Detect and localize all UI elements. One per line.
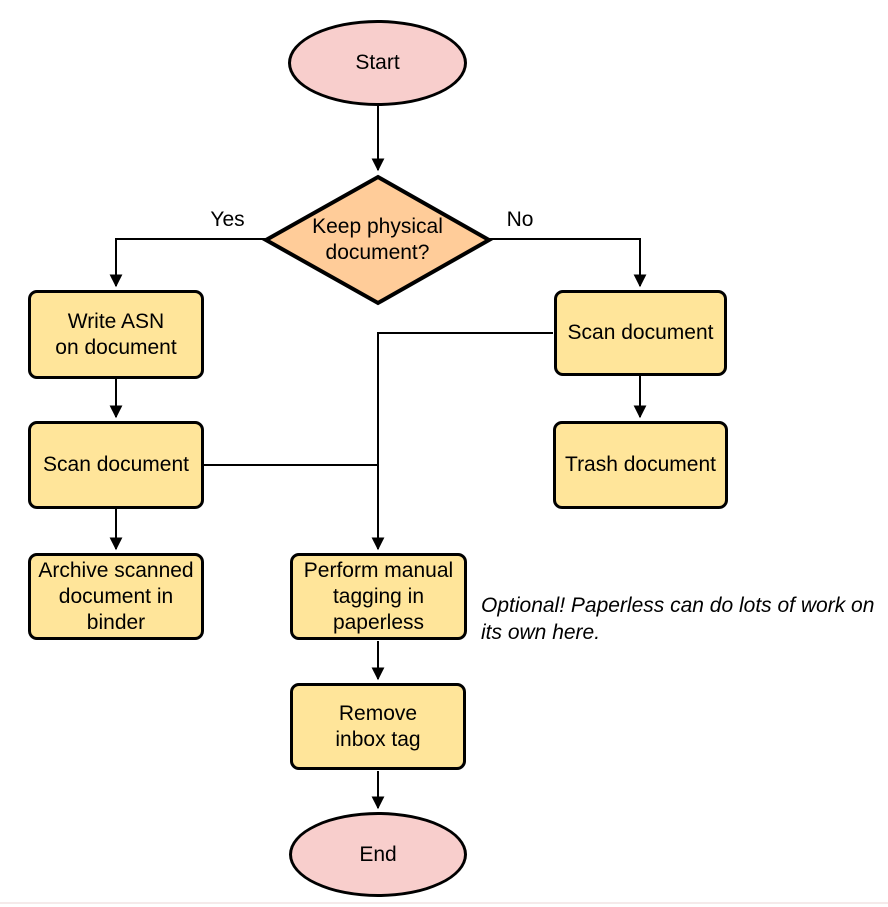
archive-node: Archive scanned document in binder bbox=[28, 553, 204, 640]
page-bottom-edge bbox=[0, 902, 888, 904]
no-edge-label: No bbox=[506, 208, 534, 231]
decision-node-label: Keep physical document? bbox=[312, 215, 443, 264]
write-asn-node: Write ASN on document bbox=[28, 290, 204, 379]
scan-document-left-node: Scan document bbox=[28, 421, 204, 509]
trash-document-node: Trash document bbox=[553, 421, 728, 509]
start-node: Start bbox=[288, 20, 467, 106]
decision-diamond-shape bbox=[261, 174, 494, 306]
optional-note: Optional! Paperless can do lots of work … bbox=[481, 594, 875, 644]
edge-scan-right-tagging bbox=[371, 332, 553, 551]
scan-document-right-node: Scan document bbox=[554, 290, 727, 376]
yes-edge-label: Yes bbox=[210, 208, 245, 231]
manual-tagging-node: Perform manual tagging in paperless bbox=[290, 553, 467, 640]
end-node: End bbox=[289, 812, 467, 897]
edge-decision-scan-right bbox=[489, 238, 647, 288]
remove-inbox-tag-node: Remove inbox tag bbox=[290, 683, 466, 770]
edge-decision-write-asn bbox=[109, 238, 266, 288]
